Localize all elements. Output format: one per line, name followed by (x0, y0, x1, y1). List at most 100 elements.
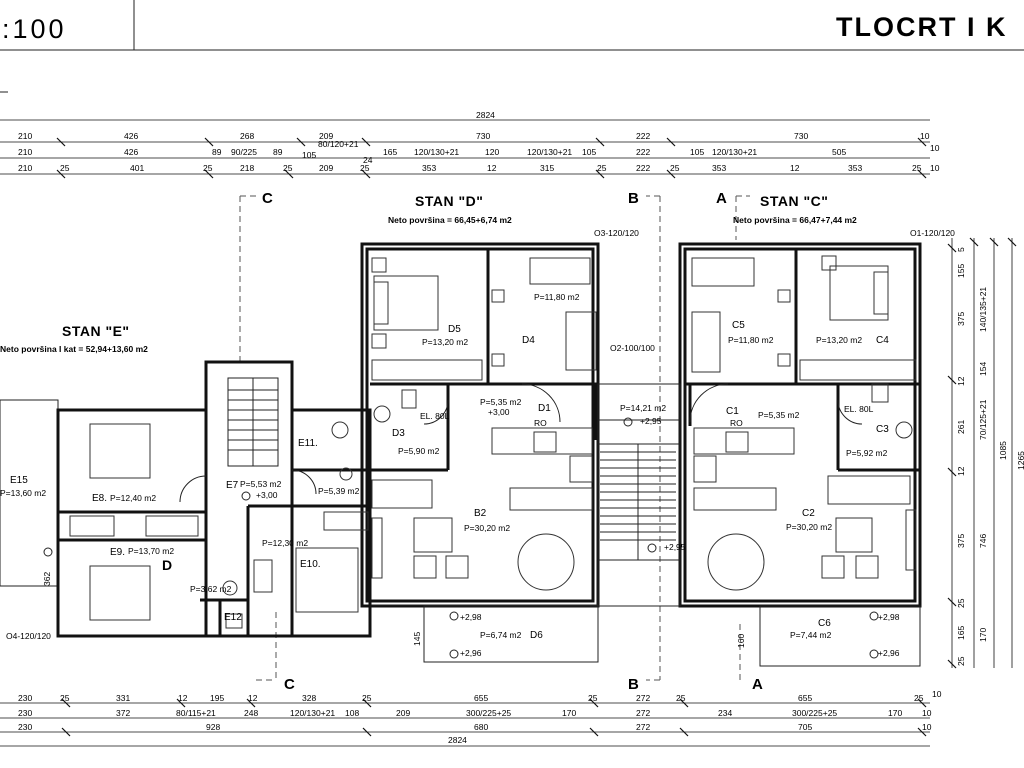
opening-o3: O3-120/120 (594, 228, 639, 238)
dim-top2-4: 89 (273, 147, 283, 157)
dim-bot1-6: 328 (302, 693, 316, 703)
dim-top1-5: 222 (636, 131, 650, 141)
room-c3-area: P=5,92 m2 (846, 448, 888, 458)
level-d6-top: +2,98 (460, 612, 482, 622)
room-b2-code: B2 (474, 508, 487, 519)
dim-top2-5: 80/120+21 (318, 139, 359, 149)
room-c6-code: C6 (818, 618, 831, 629)
dim-top2-11: 120/130+21 (527, 147, 572, 157)
dim-right-7: 165 (956, 626, 966, 640)
dim-top3-13: 25 (670, 163, 680, 173)
level-e7: +3,00 (256, 490, 278, 500)
dim-top2-2: 89 (212, 147, 222, 157)
dim-bot2-7: 300/225+25 (466, 708, 511, 718)
section-mark-c-top: C (262, 190, 273, 207)
dim-right-15: 170 (978, 628, 988, 642)
stan-c-title: STAN "C" (760, 193, 828, 209)
dim-top1-7: 10 (920, 131, 930, 141)
section-mark-a-bottom: A (752, 676, 763, 693)
section-mark-b-top: B (628, 190, 639, 207)
dim-top3-6: 209 (319, 163, 333, 173)
dim-top2-3: 90/225 (231, 147, 257, 157)
room-d5-area: P=13,20 m2 (422, 337, 468, 347)
dim-top3-7: 25 (360, 163, 370, 173)
dim-top2-14: 105 (690, 147, 704, 157)
dim-bot3-3: 272 (636, 722, 650, 732)
room-e10-code: E10. (300, 559, 321, 570)
stan-e-rooms: E15 P=13,60 m2 E8. P=12,40 m2 E9. P=13,7… (0, 438, 360, 623)
dim-top2-9: 120/130+21 (414, 147, 459, 157)
dim-bot2-6: 209 (396, 708, 410, 718)
bottom-total-dim: 2824 (448, 735, 467, 745)
opening-o2: O2-100/100 (610, 343, 655, 353)
room-e12-area: P=3,62 m2 (190, 584, 232, 594)
bottom-dimensions: 230 25 331 12 195 12 328 25 655 25 272 2… (0, 689, 942, 747)
dim-top3-11: 25 (597, 163, 607, 173)
room-d3-code: D3 (392, 428, 405, 439)
dim-bot1-7: 25 (362, 693, 372, 703)
room-c2-area: P=30,20 m2 (786, 522, 832, 532)
room-e8-code: E8. (92, 493, 107, 504)
room-d4-area: P=11,80 m2 (534, 292, 580, 302)
room-c1-area: P=5,35 m2 (758, 410, 800, 420)
dim-top3-14: 353 (712, 163, 726, 173)
dim-bot2-13: 10 (922, 708, 932, 718)
dim-top3-2: 401 (130, 163, 144, 173)
dim-top1-1: 426 (124, 131, 138, 141)
title-block: :100 TLOCRT I K (0, 0, 1024, 93)
boiler-c: EL. 80L (844, 404, 874, 414)
room-e8-area: P=12,40 m2 (110, 493, 156, 503)
dim-145: 145 (412, 632, 422, 646)
dim-bot1-14: 10 (932, 689, 942, 699)
dim-right-11: 154 (978, 362, 988, 376)
dim-bot3-1: 928 (206, 722, 220, 732)
dim-top3-10: 315 (540, 163, 554, 173)
drawing-title: TLOCRT I K (836, 12, 1007, 42)
dim-bot1-1: 25 (60, 693, 70, 703)
dim-bot1-11: 25 (676, 693, 686, 703)
top-dimensions: 2824 210 426 268 209 730 222 730 10 210 … (0, 110, 940, 179)
dim-top2-7: 24 (363, 155, 373, 165)
dim-top1-2: 268 (240, 131, 254, 141)
room-d6-area: P=6,74 m2 (480, 630, 522, 640)
balconies (0, 399, 921, 667)
dim-bot2-4: 120/130+21 (290, 708, 335, 718)
dim-top3-0: 210 (18, 163, 32, 173)
level-stair-top: +2,95 (640, 416, 662, 426)
section-mark-a-top: A (716, 190, 727, 207)
ro-d: RO (534, 418, 547, 428)
room-d5-code: D5 (448, 324, 461, 335)
dim-top2-13: 222 (636, 147, 650, 157)
dim-top2-16: 505 (832, 147, 846, 157)
room-d4-code: D4 (522, 335, 535, 346)
dim-bot1-10: 272 (636, 693, 650, 703)
room-c5-code: C5 (732, 320, 745, 331)
dim-right-4: 12 (956, 466, 966, 476)
room-c3-code: C3 (876, 424, 889, 435)
dim-bot2-11: 300/225+25 (792, 708, 837, 718)
dim-160: 160 (736, 634, 746, 648)
dim-bot2-5: 108 (345, 708, 359, 718)
dim-top3-1: 25 (60, 163, 70, 173)
dim-top1-4: 730 (476, 131, 490, 141)
dim-right-0: 155 (956, 264, 966, 278)
room-stair-area: P=14,21 m2 (620, 403, 666, 413)
opening-o1: O1-120/120 (910, 228, 955, 238)
dim-right-8: 25 (956, 656, 966, 666)
stan-d-rooms: D5 P=13,20 m2 P=11,80 m2 D4 D3 P=5,90 m2… (392, 292, 666, 641)
stan-c-rooms: C5 P=11,80 m2 P=13,20 m2 C4 C1 P=5,35 m2… (726, 320, 889, 640)
dim-bot1-4: 195 (210, 693, 224, 703)
dim-bot1-2: 331 (116, 693, 130, 703)
dim-top3-12: 222 (636, 163, 650, 173)
dim-bot1-12: 655 (798, 693, 812, 703)
room-c5-area: P=11,80 m2 (728, 335, 774, 345)
scale-label: :100 (2, 14, 67, 44)
opening-labels: O3-120/120 O1-120/120 O2-100/100 O4-120/… (6, 228, 955, 658)
dim-bot3-4: 705 (798, 722, 812, 732)
boiler-d: EL. 80L (420, 411, 450, 421)
stan-e-title: STAN "E" (62, 323, 130, 339)
dim-top3-5: 25 (283, 163, 293, 173)
level-c6-top: +2,98 (878, 612, 900, 622)
room-d3-area: P=5,90 m2 (398, 446, 440, 456)
dim-bot1-3: 12 (178, 693, 188, 703)
